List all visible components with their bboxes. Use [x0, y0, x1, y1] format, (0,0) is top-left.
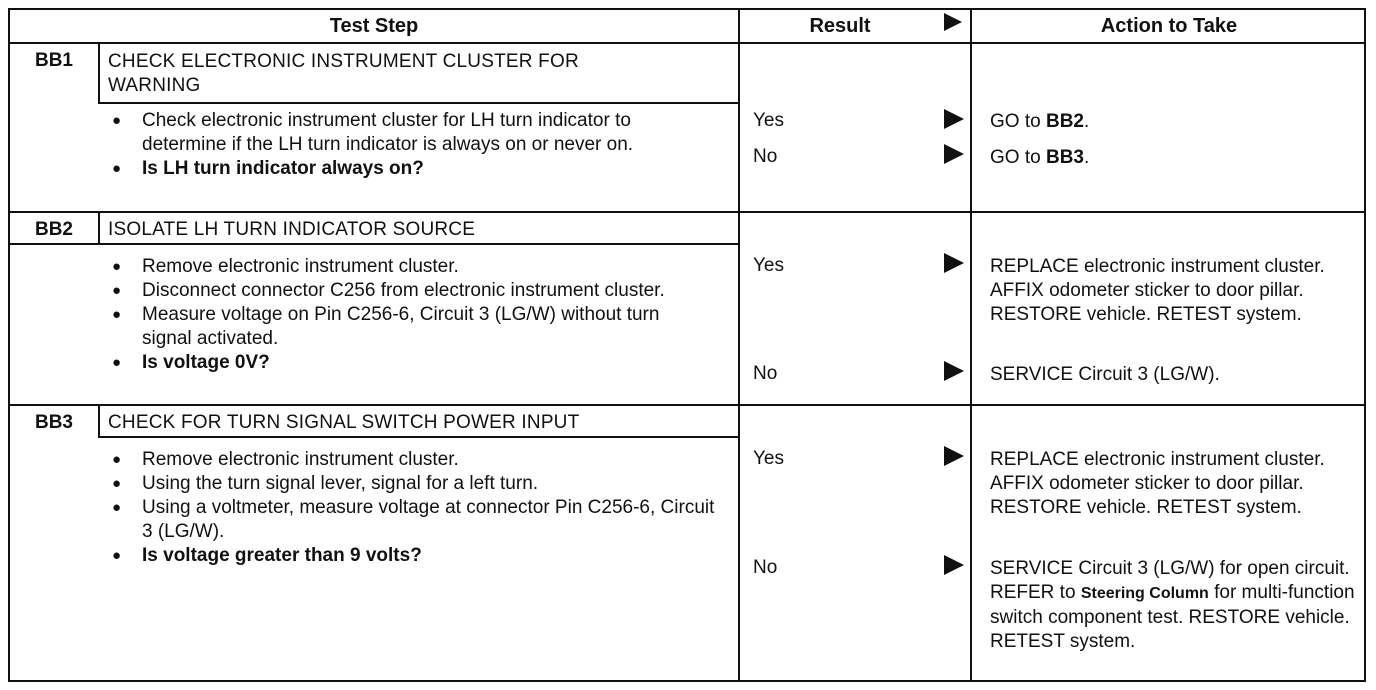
- arrow-icon: [944, 446, 964, 466]
- action-bb1-no: GO to BB3.: [990, 146, 1365, 170]
- action-bb2-no: SERVICE Circuit 3 (LG/W).: [990, 364, 1220, 385]
- bullet-question: Is voltage greater than 9 volts?: [104, 544, 724, 568]
- row-divider-bb1: [10, 211, 1366, 213]
- column-divider-result: [738, 10, 740, 682]
- header-action: Action to Take: [1100, 15, 1238, 37]
- header-arrow-icon: [944, 13, 962, 31]
- action-bb3-yes: REPLACE electronic instrument cluster. A…: [990, 449, 1325, 518]
- action-bb3-no: SERVICE Circuit 3 (LG/W) for open circui…: [990, 557, 1365, 654]
- bullet-question: Is voltage 0V?: [104, 351, 704, 375]
- result-no: No: [753, 557, 778, 578]
- action-link-ref: BB3: [1045, 147, 1084, 168]
- action-bb1-yes: GO to BB2.: [990, 110, 1365, 134]
- bullet-item: Remove electronic instrument cluster.: [104, 255, 704, 279]
- action-text: for multi-function switch component test…: [990, 582, 1355, 652]
- bullet-item: Check electronic instrument cluster for …: [104, 109, 664, 157]
- bullet-item: Measure voltage on Pin C256-6, Circuit 3…: [104, 303, 704, 351]
- action-bb2-yes: REPLACE electronic instrument cluster. A…: [990, 256, 1325, 325]
- action-text: GO to: [990, 147, 1046, 168]
- result-yes: Yes: [753, 110, 784, 131]
- result-no: No: [753, 363, 778, 384]
- step-title-bb1: CHECK ELECTRONIC INSTRUMENT CLUSTER FOR …: [108, 50, 579, 98]
- bb3-title-underline: [98, 436, 738, 438]
- diagnostic-table: Test Step Result Action to Take BB1 CHEC…: [8, 8, 1366, 682]
- result-yes: Yes: [753, 255, 784, 276]
- bullet-item: Disconnect connector C256 from electroni…: [104, 279, 704, 303]
- bb2-title-underline: [10, 243, 738, 245]
- arrow-icon: [944, 361, 964, 381]
- action-text: .: [1083, 147, 1090, 168]
- step-id-bb2: BB2: [34, 219, 73, 240]
- bullet-item: Using a voltmeter, measure voltage at co…: [104, 496, 724, 544]
- bullet-question: Is LH turn indicator always on?: [104, 157, 664, 181]
- arrow-icon: [944, 253, 964, 273]
- bullet-item: Remove electronic instrument cluster.: [104, 448, 724, 472]
- bb2-id-divider: [98, 213, 100, 245]
- step-title-bb3: CHECK FOR TURN SIGNAL SWITCH POWER INPUT: [108, 411, 579, 435]
- action-text: .: [1083, 111, 1090, 132]
- arrow-icon: [944, 144, 964, 164]
- bb1-title-underline: [98, 102, 738, 104]
- row-divider-bb2: [10, 404, 1366, 406]
- step-title-bb2: ISOLATE LH TURN INDICATOR SOURCE: [108, 218, 475, 242]
- action-text: GO to: [990, 111, 1046, 132]
- bb3-id-divider: [98, 406, 100, 438]
- step-id-bb3: BB3: [34, 412, 73, 433]
- result-no: No: [753, 146, 778, 167]
- header-test-step: Test Step: [329, 15, 419, 37]
- reference-steering-column: Steering Column: [1080, 585, 1209, 602]
- action-link-ref: BB2: [1045, 111, 1084, 132]
- header-divider: [10, 42, 1366, 44]
- header-result: Result: [809, 15, 871, 37]
- arrow-icon: [944, 109, 964, 129]
- step-bullets-bb1: Check electronic instrument cluster for …: [104, 109, 664, 181]
- bullet-item: Using the turn signal lever, signal for …: [104, 472, 724, 496]
- step-bullets-bb2: Remove electronic instrument cluster. Di…: [104, 255, 704, 375]
- step-title-line: CHECK ELECTRONIC INSTRUMENT CLUSTER FOR: [108, 51, 579, 72]
- step-id-bb1: BB1: [34, 50, 73, 71]
- step-bullets-bb3: Remove electronic instrument cluster. Us…: [104, 448, 724, 568]
- column-divider-action: [970, 10, 972, 682]
- step-title-line: CHECK FOR TURN SIGNAL SWITCH POWER INPUT: [108, 412, 580, 433]
- step-title-line: WARNING: [108, 75, 201, 96]
- result-yes: Yes: [753, 448, 784, 469]
- step-title-line: ISOLATE LH TURN INDICATOR SOURCE: [108, 219, 476, 240]
- action-text: SERVICE Circuit 3 (LG/W) for open circui…: [990, 558, 1350, 603]
- arrow-icon: [944, 555, 964, 575]
- bb1-id-divider: [98, 44, 100, 104]
